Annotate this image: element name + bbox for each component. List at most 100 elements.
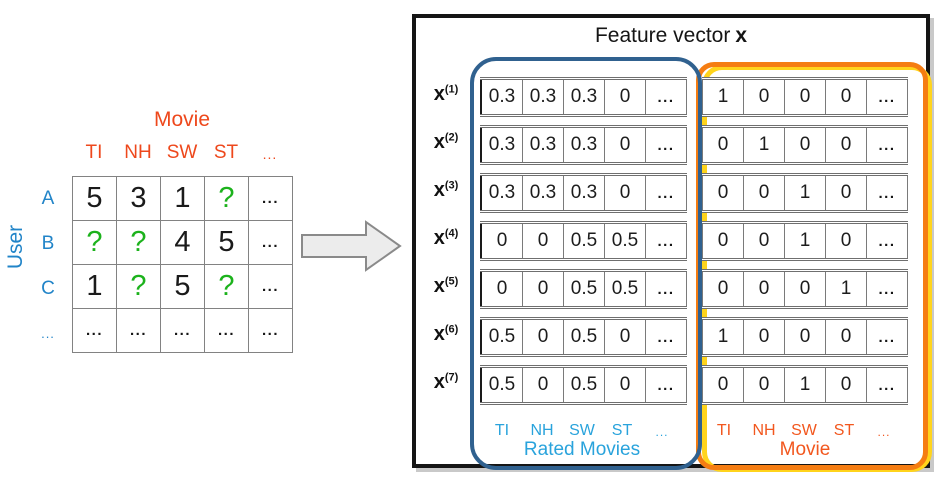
feature-cell: 0.3 — [480, 126, 523, 164]
rated-movies-group-box — [470, 57, 702, 470]
feature-cell: 0.3 — [563, 126, 605, 164]
feature-cell: 0 — [825, 78, 867, 116]
feature-cell: 0 — [604, 126, 646, 164]
matrix-cell: ... — [116, 308, 161, 353]
feature-cell: 0 — [784, 270, 826, 308]
matrix-row-header: B — [41, 233, 55, 254]
matrix-row: 1?5?... — [72, 264, 293, 309]
feature-cell: 0 — [522, 270, 564, 308]
row-label-superscript: (5) — [444, 275, 459, 288]
feature-cell: 0 — [480, 222, 523, 260]
rated-movies-caption: Rated Movies — [523, 439, 641, 460]
matrix-cell: 3 — [116, 176, 161, 221]
feature-cell: 0 — [522, 222, 564, 260]
feature-cell: 1 — [743, 126, 785, 164]
feature-cell: 0 — [702, 270, 744, 308]
feature-cell: 0.3 — [522, 126, 564, 164]
feature-cell: ... — [866, 318, 908, 356]
feature-cell: 0 — [604, 78, 646, 116]
feature-cell: 0 — [480, 270, 523, 308]
feature-vector-row-label: x(7) — [420, 371, 472, 394]
feature-cell: ... — [645, 270, 687, 308]
matrix-cell: 1 — [160, 176, 205, 221]
matrix-cell: ... — [204, 308, 249, 353]
feature-cell: ... — [645, 318, 687, 356]
matrix-cell: 5 — [204, 220, 249, 265]
feature-cell: 0.5 — [604, 222, 646, 260]
feature-cell: ... — [645, 222, 687, 260]
feature-cell: 0 — [825, 174, 867, 212]
feature-cell: 0 — [825, 366, 867, 404]
feature-cell: 1 — [825, 270, 867, 308]
feature-vector-row-label: x(6) — [420, 323, 472, 346]
feature-cell: 0.3 — [522, 174, 564, 212]
feature-cell: 0 — [825, 318, 867, 356]
matrix-cell: ? — [116, 264, 161, 309]
feature-cell: ... — [866, 126, 908, 164]
feature-cell: ... — [866, 78, 908, 116]
movie-col-header: ... — [877, 425, 891, 439]
feature-cell: ... — [645, 366, 687, 404]
feature-cell: 0 — [743, 174, 785, 212]
feature-cell: 0.5 — [563, 366, 605, 404]
rated-col-header: NH — [530, 422, 554, 439]
panel-title-text: Feature vector — [594, 24, 731, 47]
feature-cell: 0.5 — [604, 270, 646, 308]
right-arrow-icon — [301, 220, 402, 272]
feature-vector-row-label: x(1) — [420, 83, 472, 106]
feature-cell: ... — [866, 222, 908, 260]
matrix-cell: ? — [204, 176, 249, 221]
matrix-col-header: SW — [166, 142, 198, 163]
feature-cell: 0.3 — [522, 78, 564, 116]
panel-title-x: x — [735, 24, 748, 47]
matrix-cell: ... — [160, 308, 205, 353]
rated-col-header: TI — [494, 422, 510, 439]
movie-col-header: SW — [791, 422, 817, 439]
row-label-base: x — [433, 83, 445, 105]
row-label-base: x — [433, 275, 445, 297]
feature-cell: 0 — [784, 126, 826, 164]
feature-cell: 1 — [702, 318, 744, 356]
feature-cell: ... — [645, 126, 687, 164]
feature-vector-row-label: x(2) — [420, 131, 472, 154]
feature-cell: 0 — [702, 366, 744, 404]
row-label-superscript: (7) — [444, 371, 459, 384]
feature-cell: 0 — [825, 126, 867, 164]
matrix-cell: 4 — [160, 220, 205, 265]
feature-cell: 0 — [743, 366, 785, 404]
feature-cell: 0.5 — [480, 318, 523, 356]
feature-vector-row-label: x(5) — [420, 275, 472, 298]
matrix-cell: ... — [72, 308, 117, 353]
matrix-cell: ? — [204, 264, 249, 309]
matrix-col-header: ST — [213, 142, 239, 163]
feature-cell: 0 — [784, 318, 826, 356]
matrix-col-header: TI — [85, 142, 103, 163]
matrix-cell: ? — [116, 220, 161, 265]
feature-cell: 0 — [604, 318, 646, 356]
feature-cell: 0 — [702, 126, 744, 164]
matrix-col-header: NH — [124, 142, 152, 163]
feature-cell: 0.5 — [563, 318, 605, 356]
feature-cell: ... — [645, 174, 687, 212]
row-label-superscript: (6) — [444, 323, 459, 336]
